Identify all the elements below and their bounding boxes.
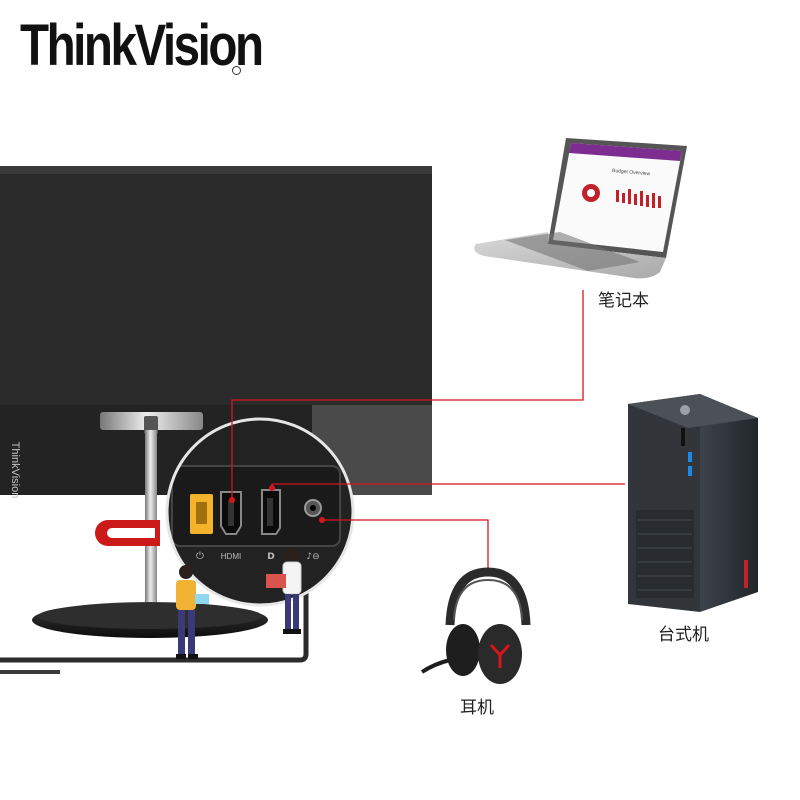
tower-power-button [680, 405, 690, 415]
desktop-label: 台式机 [658, 625, 709, 645]
headset [420, 567, 531, 684]
headset-left-cup [446, 624, 480, 676]
tower-side-panel [700, 394, 758, 612]
monitor-side-logo: ThinkVision [9, 442, 21, 499]
thinkvision-logo: ThinkVision [20, 13, 264, 78]
hdmi-label: HDMI [221, 552, 241, 561]
monitor-back-panel [0, 166, 432, 408]
desk-cable [0, 530, 309, 663]
headset-band [445, 567, 531, 626]
port-zoom-circle: ⏻ HDMI D ♪⊖ [165, 417, 355, 607]
headset-label: 耳机 [460, 698, 494, 718]
headphone-out-icon: ♪⊖ [306, 552, 319, 562]
hdmi-to-laptop-line [231, 290, 584, 500]
laptop-keyboard [505, 232, 640, 271]
monitor: ThinkVision [0, 166, 432, 674]
person-right-figure [266, 547, 302, 634]
audio-to-headset-line [322, 519, 489, 575]
desktop-tower [628, 394, 758, 612]
legion-y-icon [489, 643, 511, 668]
displayport-icon: D [267, 552, 274, 562]
laptop-label: 笔记本 [598, 291, 649, 311]
registered-mark-icon [232, 66, 241, 75]
person-left-figure [176, 565, 209, 659]
laptop-screen-title: Budget Overview [612, 168, 651, 177]
lenovo-badge [744, 560, 748, 588]
laptop: Budget Overview [474, 138, 687, 279]
power-icon: ⏻ [196, 551, 204, 562]
headset-mic [420, 658, 451, 674]
